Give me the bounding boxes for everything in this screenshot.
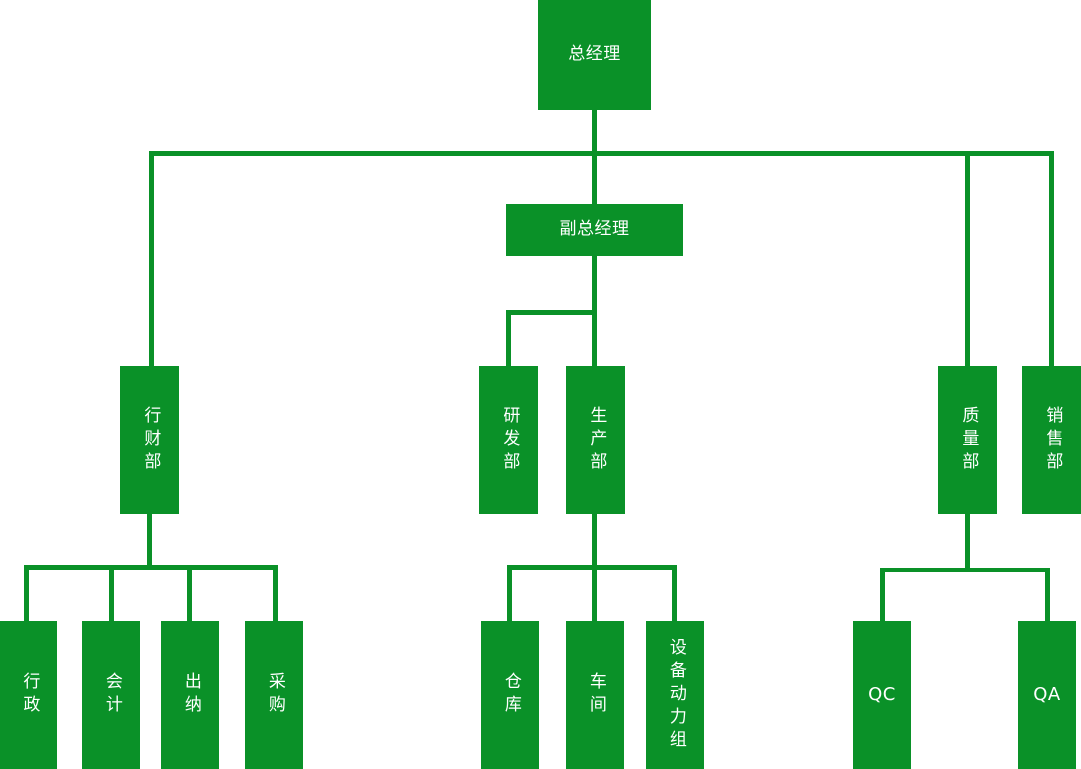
connector-bus-to-dgm <box>592 151 597 206</box>
node-label-purchasing: 采购 <box>264 672 285 718</box>
node-purchasing[interactable]: 采购 <box>245 621 303 769</box>
node-rnd-dept[interactable]: 研发部 <box>479 366 538 514</box>
connector-main-bus <box>149 151 1054 156</box>
node-label-production-dept: 生产部 <box>586 405 607 475</box>
node-equipment-power-group[interactable]: 设备动力组 <box>646 621 704 769</box>
connector-to-purchasing <box>273 565 278 623</box>
node-label-qc: QC <box>868 684 896 706</box>
connector-production-stem <box>592 514 597 568</box>
node-label-warehouse: 仓库 <box>500 672 521 718</box>
node-label-administration: 行政 <box>19 672 40 718</box>
node-label-quality-dept: 质量部 <box>958 405 979 475</box>
node-sales-dept[interactable]: 销售部 <box>1022 366 1081 514</box>
connector-bus-to-quality <box>965 151 970 366</box>
node-label-deputy-general-manager: 副总经理 <box>559 219 630 240</box>
connector-to-qc <box>880 568 885 623</box>
node-label-sales-dept: 销售部 <box>1042 405 1063 475</box>
connector-to-administration <box>24 565 29 623</box>
connector-admin-finance-bus <box>24 565 278 570</box>
connector-quality-bus <box>880 568 1050 572</box>
node-deputy-general-manager[interactable]: 副总经理 <box>506 204 683 256</box>
connector-quality-stem <box>965 514 970 570</box>
node-cashier[interactable]: 出纳 <box>161 621 219 769</box>
connector-dgm-branch-bus <box>506 310 597 315</box>
connector-to-warehouse <box>507 565 512 623</box>
node-label-cashier: 出纳 <box>180 672 201 718</box>
connector-gm-stem <box>592 110 597 155</box>
node-qc[interactable]: QC <box>853 621 911 769</box>
connector-to-workshop <box>592 565 597 623</box>
connector-bus-to-admin-finance <box>149 151 154 366</box>
node-label-qa: QA <box>1033 684 1061 706</box>
connector-dgm-to-rnd <box>506 310 511 366</box>
connector-to-cashier <box>187 565 192 623</box>
node-workshop[interactable]: 车间 <box>566 621 624 769</box>
node-general-manager[interactable]: 总经理 <box>538 0 651 110</box>
node-quality-dept[interactable]: 质量部 <box>938 366 997 514</box>
node-label-accounting: 会计 <box>101 672 122 718</box>
node-label-rnd-dept: 研发部 <box>499 405 520 475</box>
node-production-dept[interactable]: 生产部 <box>566 366 625 514</box>
node-administration[interactable]: 行政 <box>0 621 57 769</box>
node-label-equipment-power-group: 设备动力组 <box>665 637 686 753</box>
node-qa[interactable]: QA <box>1018 621 1076 769</box>
connector-bus-to-sales <box>1049 151 1054 366</box>
node-warehouse[interactable]: 仓库 <box>481 621 539 769</box>
node-admin-finance-dept[interactable]: 行财部 <box>120 366 179 514</box>
node-accounting[interactable]: 会计 <box>82 621 140 769</box>
node-label-admin-finance-dept: 行财部 <box>140 405 161 475</box>
connector-admin-finance-stem <box>147 514 152 568</box>
connector-to-equipment-power <box>672 565 677 623</box>
connector-to-qa <box>1045 568 1050 623</box>
connector-to-accounting <box>109 565 114 623</box>
node-label-general-manager: 总经理 <box>568 44 621 65</box>
node-label-workshop: 车间 <box>585 672 606 718</box>
